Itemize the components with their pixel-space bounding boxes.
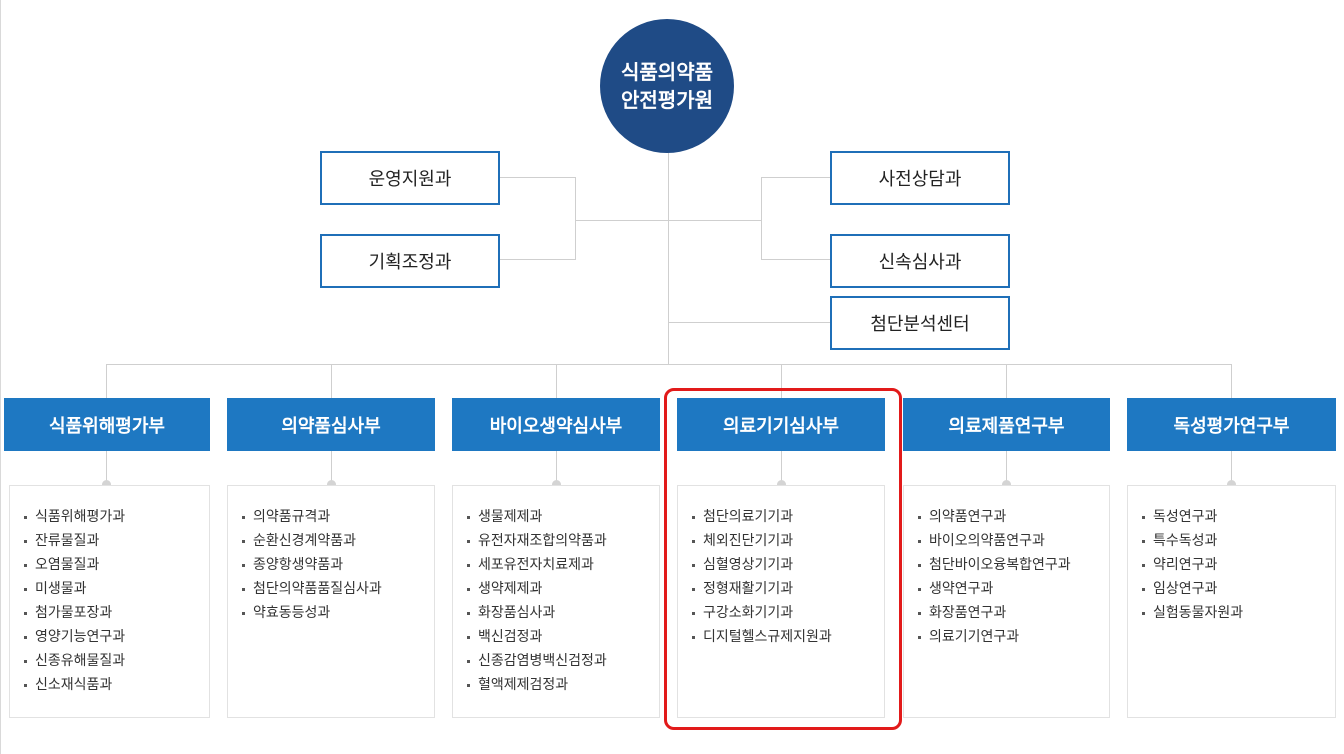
- unit-item[interactable]: 첨단바이오융복합연구과: [916, 553, 1101, 577]
- unit-item[interactable]: 심혈영상기기과: [690, 553, 876, 577]
- connector-dept-drop: [331, 364, 332, 398]
- unit-list-toxicity-research: 독성연구과 특수독성과 약리연구과 임상연구과 실험동물자원과: [1127, 485, 1336, 718]
- unit-item[interactable]: 백신검정과: [465, 625, 651, 649]
- unit-list-bio-review: 생물제제과 유전자재조합의약품과 세포유전자치료제과 생약제제과 화장품심사과 …: [452, 485, 660, 718]
- unit-item[interactable]: 신종유해물질과: [22, 649, 201, 673]
- unit-list-device-review: 첨단의료기기과 체외진단기기과 심혈영상기기과 정형재활기기과 구강소화기기과 …: [677, 485, 885, 718]
- connector-trunk: [668, 150, 669, 364]
- connector-right-bracket: [761, 259, 831, 260]
- unit-item[interactable]: 미생물과: [22, 577, 201, 601]
- unit-item[interactable]: 의료기기연구과: [916, 625, 1101, 649]
- unit-list-product-research: 의약품연구과 바이오의약품연구과 첨단바이오융복합연구과 생약연구과 화장품연구…: [903, 485, 1110, 718]
- connector-dot: [102, 480, 111, 489]
- dept-device-review[interactable]: 의료기기심사부: [677, 398, 885, 451]
- connector-left-bracket: [500, 177, 576, 178]
- unit-list-food-risk: 식품위해평가과 잔류물질과 오염물질과 미생물과 첨가물포장과 영양기능연구과 …: [9, 485, 210, 718]
- unit-item[interactable]: 유전자재조합의약품과: [465, 529, 651, 553]
- unit-item[interactable]: 신소재식품과: [22, 673, 201, 697]
- unit-item[interactable]: 영양기능연구과: [22, 625, 201, 649]
- unit-item[interactable]: 오염물질과: [22, 553, 201, 577]
- connector-left-bracket: [575, 177, 576, 260]
- dept-bio-review[interactable]: 바이오생약심사부: [452, 398, 660, 451]
- connector-left-bracket: [500, 259, 576, 260]
- unit-item[interactable]: 의약품규격과: [240, 505, 426, 529]
- connector-dot: [327, 480, 336, 489]
- staff-office-planning[interactable]: 기획조정과: [320, 234, 500, 288]
- connector-dept-drop: [781, 364, 782, 398]
- unit-item[interactable]: 생물제제과: [465, 505, 651, 529]
- unit-item[interactable]: 생약제제과: [465, 577, 651, 601]
- connector-staff-row: [575, 220, 762, 221]
- dept-food-risk[interactable]: 식품위해평가부: [4, 398, 210, 451]
- unit-item[interactable]: 혈액제제검정과: [465, 673, 651, 697]
- connector-dept-drop: [1231, 364, 1232, 398]
- root-node[interactable]: 식품의약품 안전평가원: [600, 19, 734, 153]
- unit-item[interactable]: 첨단의료기기과: [690, 505, 876, 529]
- unit-item[interactable]: 세포유전자치료제과: [465, 553, 651, 577]
- connector-unit-drop: [556, 451, 557, 485]
- connector-dot: [777, 480, 786, 489]
- connector-dept-drop: [106, 364, 107, 398]
- connector-dot: [1002, 480, 1011, 489]
- connector-unit-drop: [1006, 451, 1007, 485]
- unit-item[interactable]: 첨단의약품품질심사과: [240, 577, 426, 601]
- staff-office-operations[interactable]: 운영지원과: [320, 151, 500, 205]
- root-title-line2: 안전평가원: [621, 88, 713, 112]
- connector-unit-drop: [331, 451, 332, 485]
- unit-item[interactable]: 순환신경계약품과: [240, 529, 426, 553]
- connector-unit-drop: [106, 451, 107, 485]
- unit-item[interactable]: 화장품심사과: [465, 601, 651, 625]
- unit-item[interactable]: 신종감염병백신검정과: [465, 649, 651, 673]
- unit-item[interactable]: 잔류물질과: [22, 529, 201, 553]
- connector-dot: [1227, 480, 1236, 489]
- root-title-line1: 식품의약품: [621, 60, 713, 84]
- connector-right-bracket: [761, 177, 762, 260]
- connector-center-staff: [668, 322, 831, 323]
- dept-drug-review[interactable]: 의약품심사부: [227, 398, 435, 451]
- unit-item[interactable]: 약리연구과: [1140, 553, 1327, 577]
- unit-item[interactable]: 종양항생약품과: [240, 553, 426, 577]
- unit-item[interactable]: 특수독성과: [1140, 529, 1327, 553]
- connector-dept-drop: [1006, 364, 1007, 398]
- unit-item[interactable]: 실험동물자원과: [1140, 601, 1327, 625]
- connector-unit-drop: [781, 451, 782, 485]
- connector-dot: [552, 480, 561, 489]
- connector-unit-drop: [1231, 451, 1232, 485]
- staff-office-analysis-center[interactable]: 첨단분석센터: [830, 296, 1010, 350]
- connector-dept-drop: [556, 364, 557, 398]
- dept-product-research[interactable]: 의료제품연구부: [903, 398, 1110, 451]
- unit-item[interactable]: 체외진단기기과: [690, 529, 876, 553]
- frame-left-border: [0, 0, 1, 754]
- unit-item[interactable]: 식품위해평가과: [22, 505, 201, 529]
- unit-item[interactable]: 바이오의약품연구과: [916, 529, 1101, 553]
- connector-dept-bus: [106, 364, 1232, 365]
- dept-toxicity-research[interactable]: 독성평가연구부: [1127, 398, 1336, 451]
- staff-office-consultation[interactable]: 사전상담과: [830, 151, 1010, 205]
- staff-office-fast-review[interactable]: 신속심사과: [830, 234, 1010, 288]
- unit-item[interactable]: 구강소화기기과: [690, 601, 876, 625]
- unit-item[interactable]: 독성연구과: [1140, 505, 1327, 529]
- unit-item[interactable]: 화장품연구과: [916, 601, 1101, 625]
- connector-right-bracket: [761, 177, 831, 178]
- unit-item[interactable]: 정형재활기기과: [690, 577, 876, 601]
- unit-item[interactable]: 생약연구과: [916, 577, 1101, 601]
- unit-item[interactable]: 디지털헬스규제지원과: [690, 625, 876, 649]
- unit-item[interactable]: 의약품연구과: [916, 505, 1101, 529]
- unit-item[interactable]: 임상연구과: [1140, 577, 1327, 601]
- unit-item[interactable]: 약효동등성과: [240, 601, 426, 625]
- unit-list-drug-review: 의약품규격과 순환신경계약품과 종양항생약품과 첨단의약품품질심사과 약효동등성…: [227, 485, 435, 718]
- unit-item[interactable]: 첨가물포장과: [22, 601, 201, 625]
